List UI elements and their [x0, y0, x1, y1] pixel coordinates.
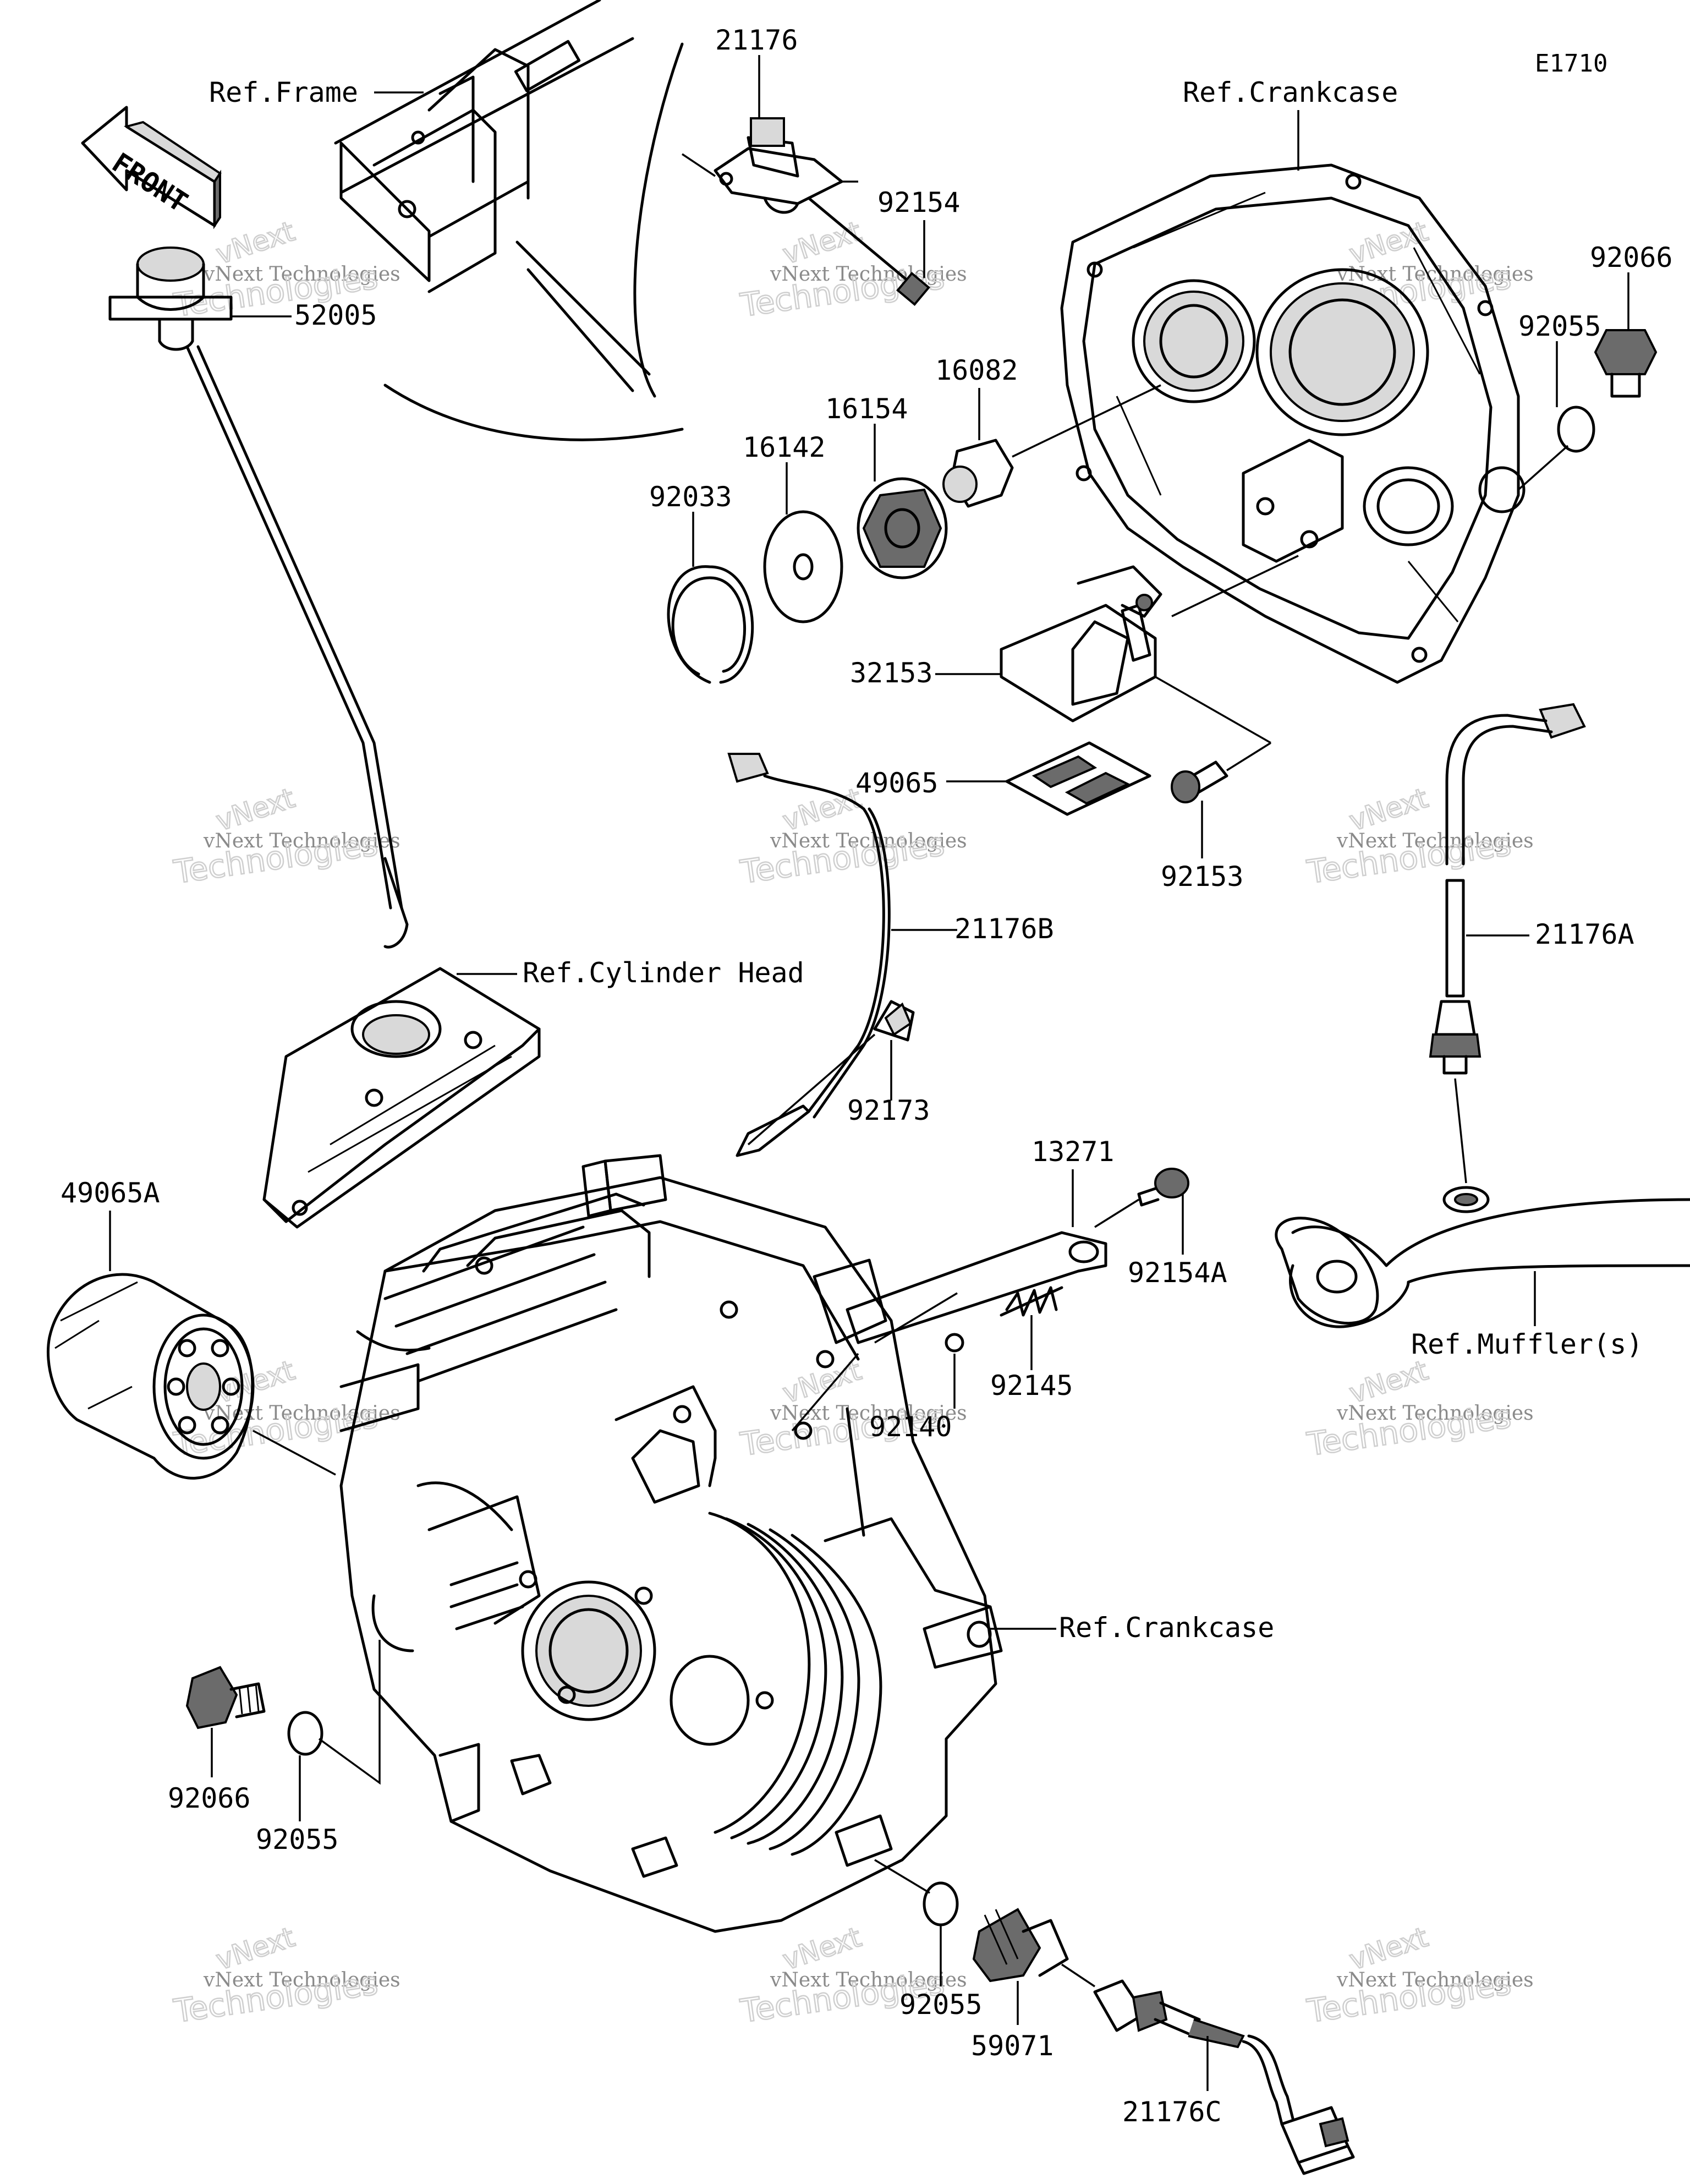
- leader-92055-bottom-left-b: [318, 1640, 381, 1785]
- frame-bracket: [334, 0, 684, 441]
- ref-crankcase-top-label: Ref.Crankcase: [1183, 76, 1398, 108]
- part-label-21176B: 21176B: [954, 913, 1054, 945]
- svg-text:vNext Technologies: vNext Technologies: [770, 263, 967, 286]
- crankcase-cover: [1060, 163, 1526, 684]
- ball-92140: [945, 1333, 964, 1353]
- svg-text:vNext Technologies: vNext Technologies: [770, 1402, 967, 1425]
- harness-21176B: [727, 753, 891, 1157]
- part-label-16142: 16142: [743, 431, 826, 463]
- dipstick-52005: [108, 247, 409, 949]
- plate-32153: [1000, 565, 1162, 722]
- leader-16082-b: [1012, 384, 1161, 458]
- svg-text:vNext: vNext: [212, 215, 299, 270]
- leader-92173-b: [747, 1033, 876, 1146]
- sensor-21176: [682, 117, 858, 214]
- sensor-21176A: [1429, 703, 1586, 1184]
- leader-92055-bottom-b: [874, 1859, 930, 1894]
- part-label-13271: 13271: [1031, 1136, 1115, 1168]
- watermark: vNext vNext Technologies Technologies: [1304, 1920, 1534, 2030]
- ref-frame-label: Ref.Frame: [209, 76, 358, 108]
- part-label-92055-top: 92055: [1518, 310, 1601, 342]
- svg-text:vNext: vNext: [212, 1921, 299, 1976]
- circlip-92033: [667, 565, 754, 684]
- svg-text:vNext: vNext: [1346, 1921, 1432, 1976]
- svg-text:vNext: vNext: [779, 1354, 865, 1409]
- part-label-16082: 16082: [935, 354, 1018, 386]
- clamp-92173: [873, 1000, 915, 1042]
- watermark: vNext vNext Technologies Technologies: [171, 781, 400, 891]
- svg-text:vNext Technologies: vNext Technologies: [203, 1969, 400, 1991]
- part-label-59071: 59071: [971, 2030, 1054, 2062]
- part-label-49065A: 49065A: [61, 1177, 160, 1209]
- svg-text:vNext: vNext: [1346, 1354, 1432, 1409]
- oil-filter-49065A: [47, 1273, 336, 1480]
- part-label-92153: 92153: [1161, 861, 1244, 893]
- svg-text:vNext Technologies: vNext Technologies: [770, 830, 967, 852]
- spring-92145: [1000, 1286, 1063, 1317]
- diagram-code: E1710: [1535, 50, 1607, 78]
- rotor-16154: [857, 477, 948, 579]
- part-label-92154: 92154: [877, 187, 961, 218]
- part-label-92055-bottom-left: 92055: [256, 1824, 339, 1855]
- ref-muffler-label: Ref.Muffler(s): [1411, 1328, 1643, 1360]
- part-label-32153: 32153: [850, 657, 933, 689]
- front-arrow-icon: FRONT: [81, 106, 222, 229]
- part-label-21176: 21176: [715, 24, 798, 56]
- bushing-16082: [942, 439, 1014, 508]
- plate-13271: [846, 1231, 1107, 1344]
- watermark: vNext vNext Technologies Technologies: [1304, 1354, 1534, 1464]
- part-label-21176C: 21176C: [1122, 2096, 1222, 2128]
- svg-text:vNext Technologies: vNext Technologies: [203, 830, 400, 852]
- ref-crankcase-bottom-label: Ref.Crankcase: [1059, 1612, 1274, 1644]
- svg-text:vNext Technologies: vNext Technologies: [1336, 1969, 1534, 1991]
- bolt-92154A: [1094, 1168, 1189, 1228]
- part-label-92173: 92173: [847, 1094, 930, 1126]
- part-label-92055-bottom: 92055: [899, 1989, 983, 2021]
- part-label-92066-bottom: 92066: [168, 1782, 251, 1814]
- svg-text:vNext: vNext: [1346, 782, 1432, 837]
- svg-text:vNext Technologies: vNext Technologies: [203, 263, 400, 286]
- watermark: vNext vNext Technologies Technologies: [737, 215, 967, 325]
- switch-59071: [972, 1908, 1095, 1988]
- svg-text:vNext: vNext: [779, 215, 865, 270]
- leader-92055-top: [1517, 445, 1569, 491]
- screen-49065: [1005, 741, 1151, 816]
- svg-text:vNext Technologies: vNext Technologies: [1336, 830, 1534, 852]
- ref-cylinder-head-label: Ref.Cylinder Head: [523, 957, 804, 989]
- watermark: vNext vNext Technologies Technologies: [1304, 781, 1534, 891]
- muffler-pipe: [1275, 1186, 1690, 1328]
- part-label-21176A: 21176A: [1535, 918, 1634, 950]
- part-label-49065: 49065: [855, 767, 939, 799]
- bolt-92154: [807, 196, 930, 306]
- part-label-16154: 16154: [825, 393, 908, 425]
- watermark: vNext vNext Technologies Technologies: [171, 1920, 400, 2030]
- plug-92066-bottom: [185, 1666, 266, 1729]
- leader-32153-b: [1171, 555, 1299, 617]
- part-label-92066-top: 92066: [1590, 242, 1673, 273]
- crankcase-main: [339, 1154, 1003, 1933]
- plug-92066-top: [1594, 329, 1658, 398]
- gasket-92055-bottom-left: [287, 1711, 323, 1756]
- svg-text:vNext: vNext: [212, 782, 299, 837]
- washer-16142: [763, 510, 843, 623]
- bolt-92153: [1155, 676, 1271, 803]
- part-label-52005: 52005: [294, 299, 377, 331]
- part-label-92033: 92033: [649, 481, 732, 513]
- part-label-92154A: 92154A: [1128, 1257, 1227, 1289]
- svg-text:vNext: vNext: [779, 1921, 865, 1976]
- gasket-92055-top: [1557, 406, 1595, 453]
- part-label-92145: 92145: [990, 1370, 1073, 1402]
- svg-text:vNext Technologies: vNext Technologies: [770, 1969, 967, 1991]
- svg-text:vNext Technologies: vNext Technologies: [1336, 1402, 1534, 1425]
- gasket-92055-bottom: [923, 1881, 959, 1926]
- sensor-21176C: [1093, 1979, 1355, 2175]
- cylinder-head-cover: [262, 967, 541, 1229]
